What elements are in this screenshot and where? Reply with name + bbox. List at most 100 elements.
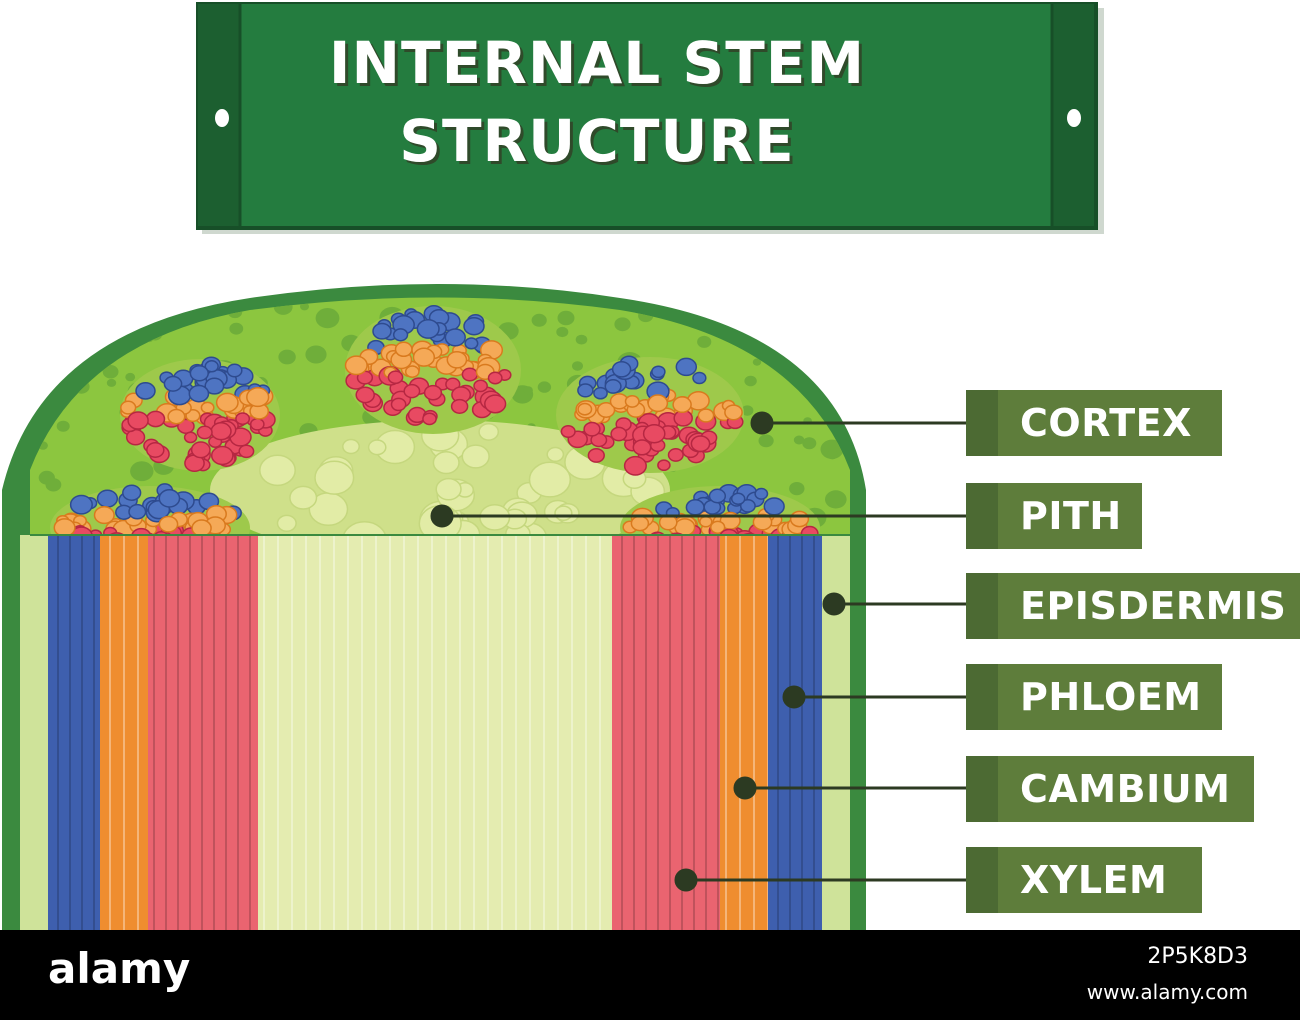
- cell: [464, 337, 479, 350]
- cell: [724, 404, 743, 421]
- title-line-2: STRUCTURE: [399, 107, 795, 175]
- cell: [145, 410, 166, 428]
- cell: [196, 425, 213, 440]
- cell: [122, 484, 142, 501]
- cell: [692, 371, 707, 385]
- cell: [556, 326, 569, 338]
- cell: [657, 459, 671, 472]
- cell: [204, 377, 225, 395]
- leader-lines: [430, 411, 966, 892]
- cell: [793, 435, 805, 445]
- leader-dot-pith: [430, 504, 454, 528]
- cell: [188, 384, 210, 403]
- cell: [537, 381, 552, 393]
- cell: [128, 503, 147, 520]
- cell: [135, 382, 156, 400]
- longitudinal-section: [20, 534, 866, 930]
- leader-dot-xylem: [674, 868, 698, 892]
- leader-dot-cortex: [750, 411, 774, 435]
- label-xylem: XYLEM: [966, 847, 1202, 913]
- cell: [450, 398, 469, 414]
- cell: [710, 520, 726, 534]
- cell: [651, 365, 666, 379]
- cell: [344, 355, 368, 376]
- cell: [802, 437, 817, 450]
- label-cortex: CORTEX: [966, 390, 1222, 456]
- cell: [557, 310, 575, 326]
- cell: [461, 367, 478, 382]
- pith-cells: [259, 418, 666, 535]
- cell: [675, 357, 698, 377]
- cell: [730, 492, 746, 506]
- cell: [560, 424, 576, 439]
- cell: [487, 371, 503, 385]
- cell: [523, 386, 533, 395]
- cell: [105, 532, 129, 535]
- cell: [289, 485, 318, 510]
- cell: [623, 455, 647, 476]
- cell: [88, 529, 103, 535]
- cell: [575, 334, 588, 345]
- cell: [162, 297, 186, 311]
- cell: [130, 527, 152, 535]
- cell: [392, 328, 409, 342]
- cell: [163, 375, 183, 392]
- cell: [191, 519, 212, 535]
- cell: [642, 423, 666, 444]
- cell: [432, 450, 460, 475]
- cell: [697, 335, 712, 348]
- cell: [708, 488, 727, 504]
- cell: [699, 515, 713, 528]
- label-phloem-text: PHLOEM: [1020, 675, 1202, 719]
- cell: [672, 396, 692, 414]
- cell: [752, 513, 773, 531]
- cell: [45, 478, 62, 492]
- cell: [739, 533, 757, 535]
- cell: [56, 420, 70, 432]
- cell: [789, 510, 810, 528]
- cell: [189, 365, 209, 382]
- cell: [554, 505, 573, 522]
- cell: [204, 360, 219, 373]
- cell: [648, 531, 667, 535]
- footer-image-id: 2P5K8D3: [1147, 944, 1248, 969]
- cell: [93, 506, 115, 525]
- cell: [583, 421, 601, 437]
- cell: [752, 358, 762, 366]
- cell: [827, 450, 838, 460]
- cell: [690, 435, 711, 453]
- cell: [200, 401, 215, 414]
- cell: [647, 394, 669, 413]
- cell: [632, 439, 652, 456]
- cell: [372, 322, 392, 340]
- cell: [577, 383, 594, 398]
- title-banner: [196, 2, 1104, 234]
- cell: [100, 311, 113, 321]
- cell: [355, 386, 375, 404]
- cell: [167, 408, 186, 425]
- cell: [825, 490, 847, 509]
- cell: [412, 347, 436, 367]
- cell: [630, 515, 650, 532]
- cell: [484, 394, 507, 414]
- cell: [127, 411, 149, 430]
- label-cambium-text: CAMBIUM: [1020, 767, 1231, 811]
- label-xylem-text: XYLEM: [1020, 858, 1168, 902]
- cell: [665, 532, 688, 535]
- label-pith: PITH: [966, 483, 1142, 549]
- footer-brand: alamy: [48, 944, 191, 993]
- cell: [478, 422, 500, 441]
- diagram-title: INTERNAL STEM STRUCTURE: [246, 24, 948, 180]
- cell: [422, 412, 437, 426]
- cell: [614, 317, 631, 332]
- cell: [210, 422, 232, 441]
- cell: [697, 408, 715, 423]
- cell: [667, 447, 684, 462]
- cell: [752, 318, 768, 332]
- cell: [758, 434, 774, 448]
- cell: [70, 526, 93, 535]
- cell: [238, 444, 255, 459]
- cell: [754, 487, 769, 500]
- cell: [610, 426, 628, 442]
- cell: [403, 383, 421, 399]
